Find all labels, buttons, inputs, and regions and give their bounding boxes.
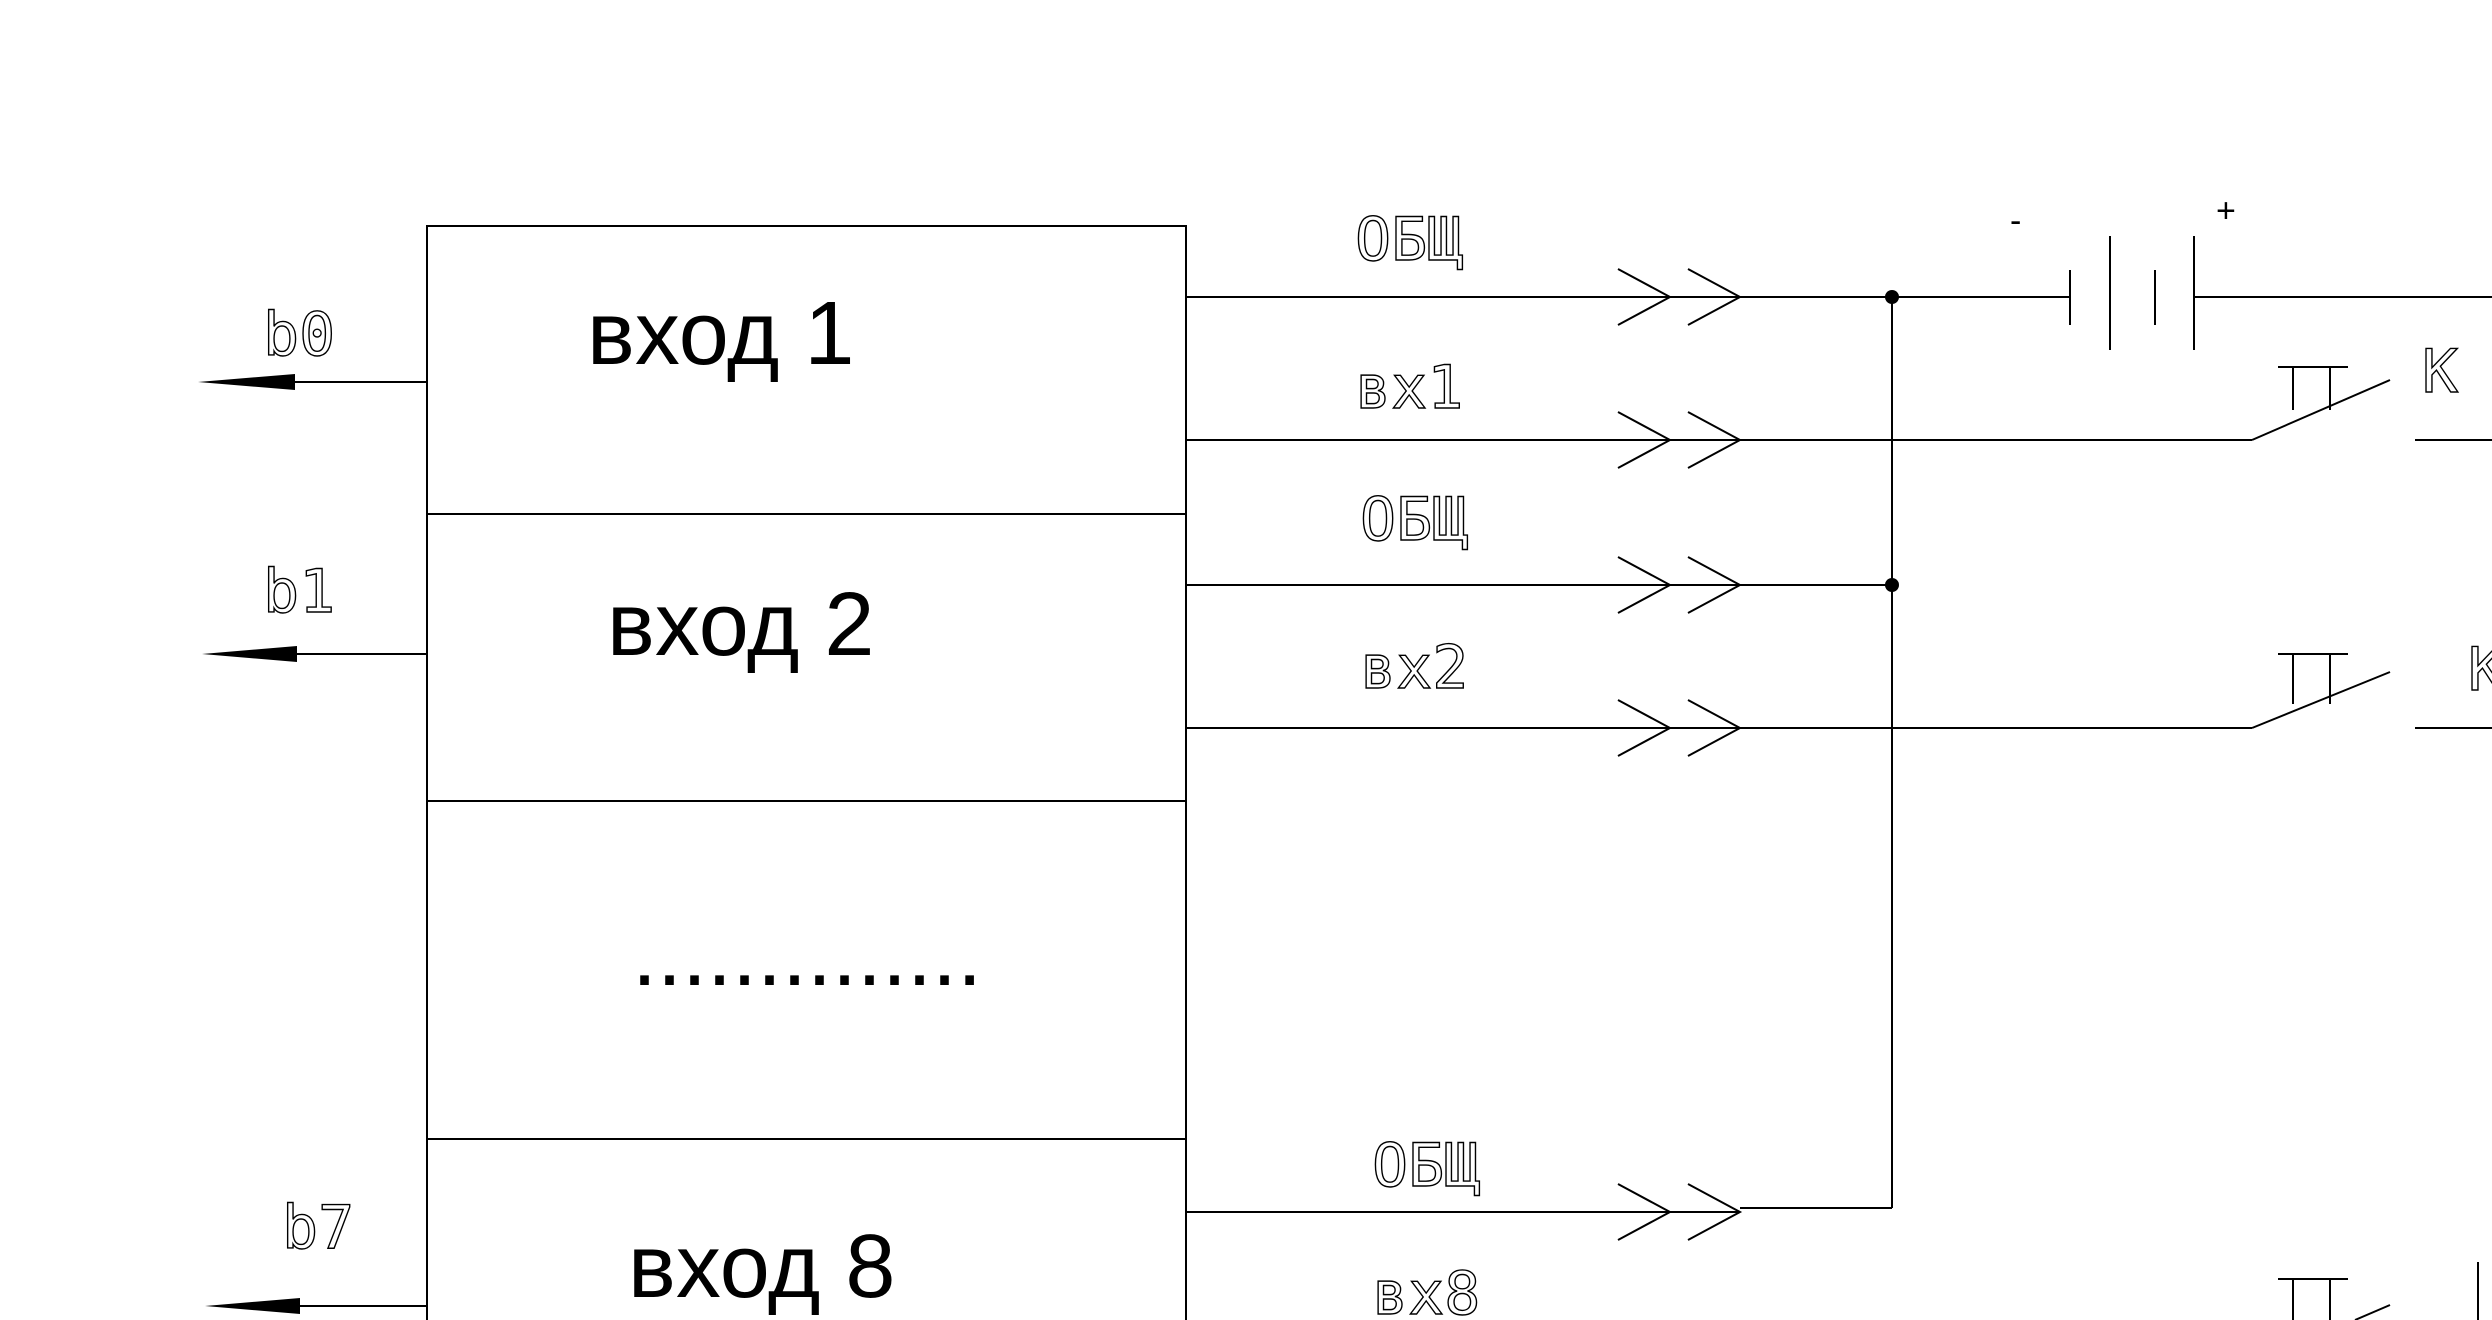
common-bus: [1885, 290, 1899, 1208]
battery-minus-label: -: [2010, 202, 2021, 240]
plug-chevron-icon: [1617, 268, 1673, 326]
arrow-head-icon: [202, 646, 297, 662]
switch-3: [2278, 1262, 2479, 1320]
block-label-input-8: вход 8: [628, 1217, 895, 1317]
plug-chevron-icon: [1617, 411, 1673, 469]
switch-blade: [2354, 1304, 2391, 1320]
output-arrow-b0: b0: [198, 299, 427, 390]
connector-vh1: вх1: [1186, 352, 2252, 469]
switch-2: K: [2251, 634, 2492, 729]
connector-vh2: вх2: [1186, 632, 2252, 757]
output-arrow-b1: b1: [202, 556, 427, 662]
switch-blade: [2251, 379, 2391, 441]
block-label-input-1: вход 1: [587, 284, 854, 384]
block-label-ellipsis: ..............: [632, 905, 982, 1005]
plug-chevron-icon: [1617, 699, 1673, 757]
output-label-b0: b0: [263, 300, 335, 370]
connector-label: вх2: [1360, 633, 1468, 703]
switch-blade: [2251, 671, 2391, 729]
connector-label: ОБЩ: [1372, 1131, 1480, 1201]
plug-chevron-icon: [1617, 556, 1673, 614]
battery-plus-label: +: [2216, 192, 2236, 230]
plug-chevron-icon: [1617, 1183, 1673, 1241]
input-module: вход 1 вход 2 .............. вход 8: [426, 225, 1187, 1320]
switch-1: K: [2251, 336, 2492, 441]
connector-label: ОБЩ: [1355, 205, 1463, 275]
switch-label: K: [2422, 337, 2458, 407]
connector-obsh-2: ОБЩ: [1186, 484, 1892, 614]
arrow-head-icon: [205, 1298, 300, 1314]
output-arrow-b7: b7: [205, 1192, 427, 1314]
module-outline: [426, 225, 1187, 1320]
connector-vh8: вх8: [1371, 1258, 1481, 1320]
output-label-b1: b1: [263, 557, 335, 627]
arrow-head-icon: [198, 374, 295, 390]
connector-label: вх1: [1355, 353, 1463, 423]
switch-label: K: [2468, 635, 2492, 705]
block-label-input-2: вход 2: [607, 575, 874, 675]
connector-obsh-8: ОБЩ: [1186, 1130, 1892, 1241]
plug-chevron-icon: [1687, 1183, 1743, 1241]
connector-label: ОБЩ: [1360, 485, 1468, 555]
battery-symbol: - +: [1892, 192, 2492, 350]
connector-obsh-1: ОБЩ: [1186, 204, 1892, 326]
connector-label: вх8: [1372, 1259, 1480, 1320]
output-label-b7: b7: [282, 1193, 354, 1263]
junction-dot-icon: [1885, 578, 1899, 592]
